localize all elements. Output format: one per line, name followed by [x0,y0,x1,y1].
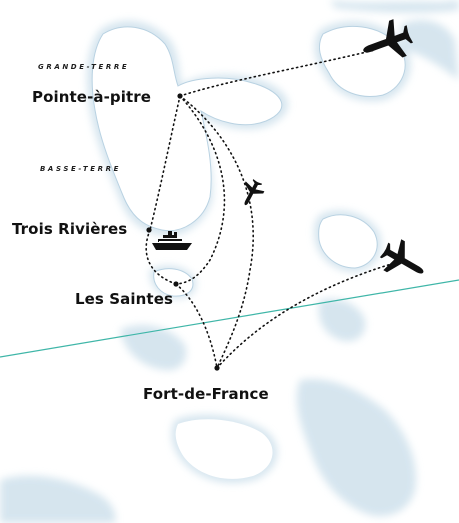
marker-les-saintes [173,281,179,287]
city-markers [146,93,220,371]
route-pap-trois-rivieres [149,95,181,231]
route-fdf-to-east [216,261,399,369]
city-label-fort-de-france: Fort-de-France [143,385,269,403]
city-label-pointe-a-pitre: Pointe-à-pitre [32,88,152,106]
region-divider-line [0,279,459,358]
land-masses [92,26,406,479]
route-pap-to-north [179,49,376,97]
airplane-icon [244,179,265,206]
city-label-trois-rivieres: Trois Rivières [12,220,128,238]
marker-trois-rivieres [146,227,152,233]
region-label-grande-terre: GRANDE-TERRE [38,63,130,71]
marker-pointe-a-pitre [177,93,183,99]
ship-icon [152,231,192,250]
route-pap-fort-de-france [179,95,254,369]
route-pap-les-saintes [175,95,226,285]
airplane-icon [363,19,414,58]
routes [145,49,399,369]
coastlines [91,25,406,297]
region-label-basse-terre: BASSE-TERRE [40,165,121,173]
city-label-les-saintes: Les Saintes [75,290,173,308]
airplane-icon [379,239,424,274]
marker-fort-de-france [214,365,220,371]
route-trois-rivieres-les-saintes [145,229,177,285]
